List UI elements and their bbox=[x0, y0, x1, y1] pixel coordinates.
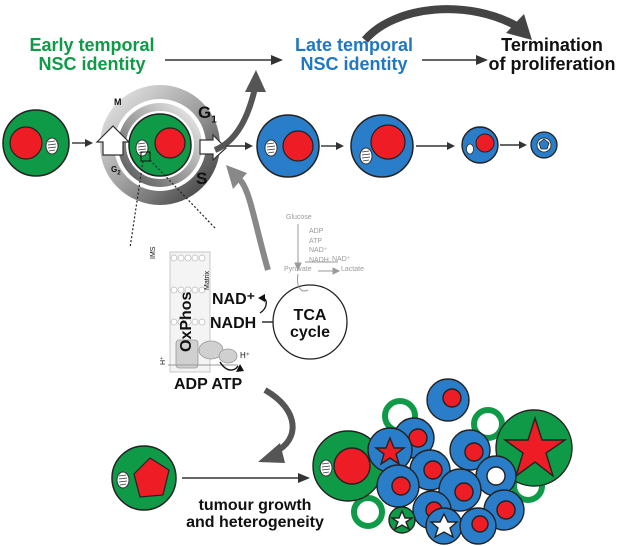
curved-arrow-metabolism-to-ring bbox=[226, 165, 271, 271]
arrow-early-to-late bbox=[165, 55, 283, 65]
h-left-label: H⁺ bbox=[160, 356, 167, 365]
arrow-h3 bbox=[321, 142, 344, 150]
early-nsc-cell bbox=[2, 109, 70, 177]
tumour-mass bbox=[312, 378, 573, 545]
phase-g1-letter: G bbox=[198, 103, 212, 122]
pyruvate-label: Pyruvate bbox=[284, 266, 312, 273]
curved-arrow-top bbox=[361, 5, 532, 43]
ims-label: IMS bbox=[150, 246, 157, 259]
late-stage-label: Late temporal NSC identity bbox=[286, 35, 422, 75]
nad-arrows bbox=[258, 294, 274, 323]
arrow-h2 bbox=[226, 142, 253, 150]
late-nsc-cell-3 bbox=[461, 126, 499, 164]
termination-line-2: of proliferation bbox=[488, 54, 616, 75]
nad-small-label: NAD⁺ bbox=[309, 247, 328, 254]
arrow-h5 bbox=[500, 141, 527, 149]
adp-atp-label: ADP ATP bbox=[174, 376, 243, 393]
glycolysis-pathway bbox=[294, 224, 341, 292]
arrow-to-tumour bbox=[182, 473, 310, 483]
early-stage-line-2: NSC identity bbox=[38, 54, 146, 75]
termination-label: Termination of proliferation bbox=[488, 35, 616, 75]
nadh-small-label: NADH bbox=[309, 257, 329, 264]
tumour-line-1: tumour growth bbox=[198, 497, 312, 514]
phase-m-label: M bbox=[114, 97, 122, 107]
phase-s-label: S bbox=[196, 169, 208, 188]
nad2-small-label: NAD⁺ bbox=[332, 256, 351, 263]
h-right-label: H⁺ bbox=[240, 351, 250, 360]
mitochondrial-membrane bbox=[168, 251, 244, 373]
phase-g2-label: G2 bbox=[111, 165, 121, 177]
oxphos-label: OxPhos bbox=[178, 291, 195, 352]
tumour-initiating-cell bbox=[111, 445, 177, 511]
early-stage-label: Early temporal NSC identity bbox=[18, 35, 166, 75]
curved-arrow-up bbox=[213, 70, 266, 153]
curved-arrow-down bbox=[258, 387, 296, 463]
cell-cycle-ring bbox=[95, 85, 227, 205]
late-stage-line-1: Late temporal bbox=[294, 35, 414, 55]
phase-g1-label: G1 bbox=[198, 103, 217, 126]
tca-label: TCA cycle bbox=[280, 307, 340, 342]
cycling-nsc-cell bbox=[128, 113, 192, 177]
zoom-lines bbox=[129, 159, 216, 249]
nadh-label: NADH bbox=[210, 315, 257, 332]
tca-line-2: cycle bbox=[289, 324, 331, 342]
lactate-label: Lactate bbox=[341, 266, 364, 273]
arrow-late-to-termination bbox=[422, 55, 488, 65]
tumour-label: tumour growth and heterogeneity bbox=[180, 497, 330, 532]
early-stage-line-1: Early temporal bbox=[29, 35, 155, 55]
termination-line-1: Termination bbox=[501, 35, 603, 55]
phase-g2-letter: G bbox=[111, 165, 118, 174]
terminal-cell bbox=[530, 131, 558, 159]
phase-g1-sub: 1 bbox=[211, 114, 217, 126]
atp-small-label: ATP bbox=[309, 238, 323, 245]
late-nsc-cell-1 bbox=[256, 114, 320, 178]
tca-cycle-circle bbox=[272, 284, 348, 360]
tumour-line-2: and heterogeneity bbox=[186, 514, 324, 532]
phase-g2-sub: 2 bbox=[117, 170, 121, 177]
arrow-h1 bbox=[72, 139, 93, 147]
late-nsc-cell-2 bbox=[350, 114, 414, 178]
tca-line-1: TCA bbox=[293, 307, 327, 324]
adp-small-label: ADP bbox=[309, 228, 324, 235]
late-stage-line-2: NSC identity bbox=[300, 54, 408, 75]
arrow-h4 bbox=[416, 142, 455, 150]
glucose-label: Glucose bbox=[286, 214, 312, 221]
nad-label: NAD⁺ bbox=[212, 291, 256, 308]
matrix-label: Matrix bbox=[204, 270, 211, 290]
